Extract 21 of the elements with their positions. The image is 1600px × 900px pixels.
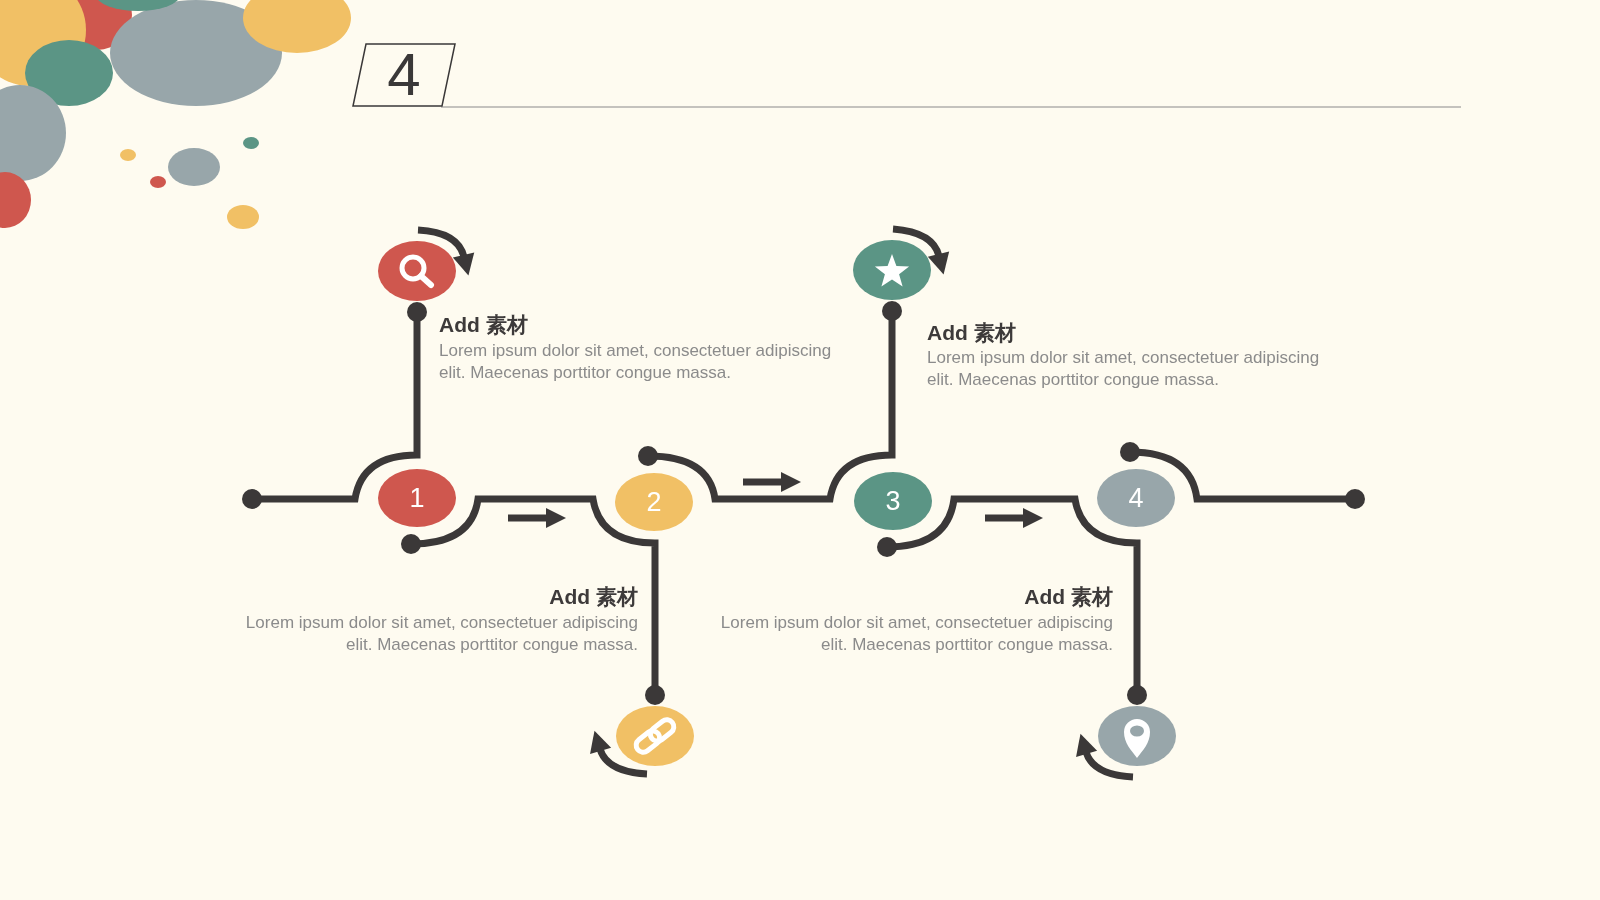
step-circle: 1: [378, 469, 456, 527]
link-icon: [616, 706, 694, 766]
step-description: Lorem ipsum dolor sit amet, consectetuer adipiscing elit. Maecenas porttitor congue massa.: [439, 340, 833, 384]
step-circle: 4: [1097, 469, 1175, 527]
search-icon: [378, 241, 456, 301]
connector-line: [401, 495, 665, 705]
step-description: Lorem ipsum dolor sit amet, consectetuer adipiscing elit. Maecenas porttitor congue massa.: [719, 612, 1113, 656]
pin-icon: [1098, 706, 1176, 766]
connector-line: [1120, 442, 1365, 509]
step-heading: Add 素材: [1024, 584, 1113, 610]
step-circle: 3: [854, 472, 932, 530]
step-heading: Add 素材: [549, 584, 638, 610]
step-description: Lorem ipsum dolor sit amet, consectetuer adipiscing elit. Maecenas porttitor congue massa.: [244, 612, 638, 656]
step-description: Lorem ipsum dolor sit amet, consectetuer adipiscing elit. Maecenas porttitor congue massa.: [927, 347, 1321, 391]
step-heading: Add 素材: [439, 312, 528, 338]
step-heading: Add 素材: [927, 320, 1016, 346]
number-frame: 4: [352, 43, 456, 107]
connector-line: [877, 495, 1147, 705]
connector-line: [638, 301, 902, 503]
connector-line: [242, 302, 427, 509]
step-circle: 2: [615, 473, 693, 531]
